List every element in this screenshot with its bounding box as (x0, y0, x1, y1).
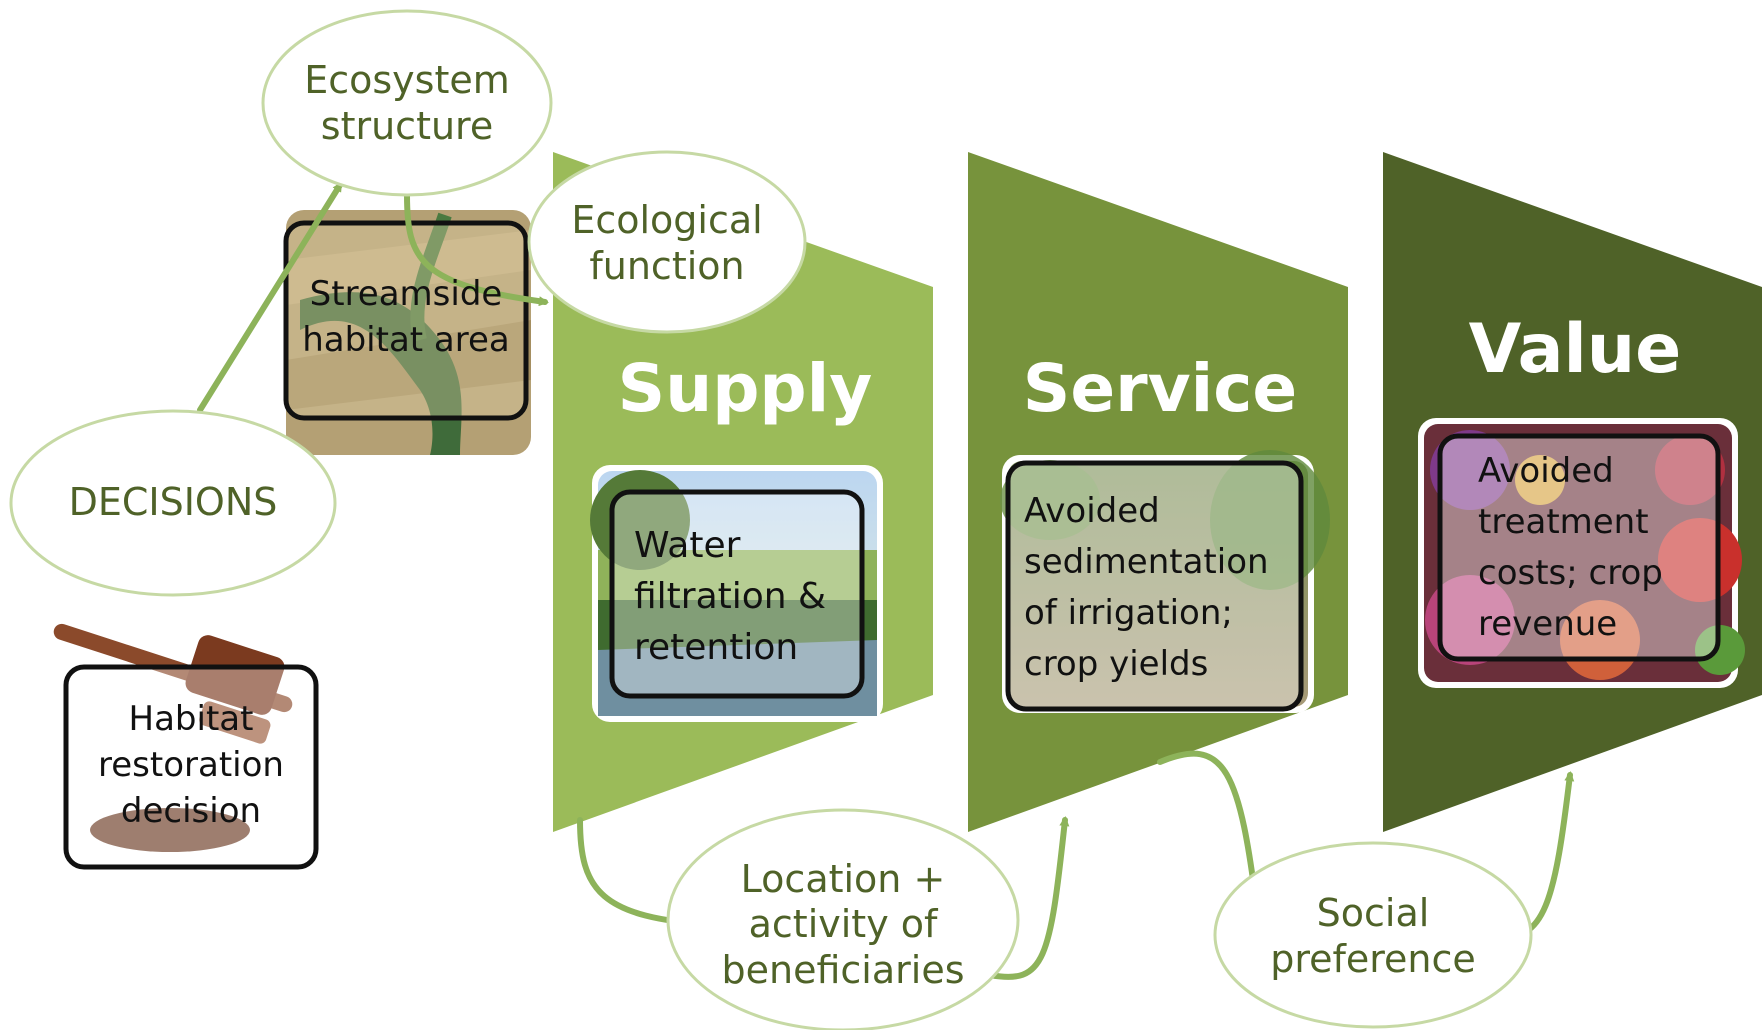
streamside-text: Streamside habitat area (296, 272, 516, 364)
ecological-function-label: Ecological function (547, 185, 787, 303)
supply-box-text: Water filtration & retention (634, 520, 864, 673)
value-box-line-1: Avoided (1478, 451, 1614, 491)
decisions-label: DECISIONS (68, 480, 278, 525)
supply-box-line-2: filtration & (634, 576, 827, 618)
service-box-text: Avoided sedimentation of irrigation; cro… (1024, 486, 1299, 690)
social-preference-line-2: preference (1270, 937, 1476, 981)
supply-box-line-3: retention (634, 627, 799, 669)
supply-box (609, 489, 865, 699)
service-box (1005, 460, 1304, 712)
habitat-decision-line-1: Habitat (128, 699, 254, 739)
beneficiaries-line-1: Location + (740, 856, 946, 901)
decisions-oval (9, 409, 337, 597)
beneficiaries-line-3: beneficiaries (721, 947, 965, 992)
value-box-line-3: costs; crop (1478, 553, 1663, 593)
habitat-decision-box (63, 664, 319, 870)
produce-image (1418, 418, 1745, 688)
ecosystem-structure-line-1: Ecosystem (304, 58, 510, 103)
ecological-function-oval (527, 150, 807, 334)
habitat-decision-line-3: decision (120, 790, 262, 831)
ecological-function-line-2: function (589, 244, 745, 288)
ecosystem-structure-line-2: structure (320, 104, 494, 148)
ecosystem-structure-oval (261, 9, 553, 197)
service-box-line-2: sedimentation (1024, 542, 1269, 582)
social-preference-oval (1213, 841, 1533, 1029)
muddy-stream-image (1000, 450, 1330, 713)
beneficiaries-oval (666, 808, 1020, 1030)
beneficiaries-line-2: activity of (748, 902, 938, 947)
value-box-text: Avoided treatment costs; crop revenue (1478, 446, 1718, 650)
streamside-line-2: habitat area (302, 319, 510, 360)
arrow-service-to-social (1157, 750, 1263, 922)
arrow-ecosystem-to-function (404, 192, 549, 307)
aerial-farmland-image (286, 210, 531, 455)
arrow-decisions-to-ecosystem (197, 181, 343, 413)
habitat-decision-line-2: restoration (98, 744, 284, 785)
ecosystem-structure-label: Ecosystem structure (287, 45, 527, 163)
supply-title: Supply (617, 350, 873, 427)
value-box-line-2: treatment (1478, 502, 1649, 542)
service-title: Service (1022, 350, 1298, 427)
value-title: Value (1468, 310, 1682, 389)
ecological-function-line-1: Ecological (571, 198, 763, 243)
service-box-line-3: of irrigation; (1024, 593, 1233, 633)
supply-box-line-1: Water (634, 525, 741, 566)
streamside-line-1: Streamside (309, 274, 503, 314)
value-box-line-4: revenue (1478, 604, 1618, 644)
value-box (1437, 433, 1721, 662)
habitat-decision-text: Habitat restoration decision (76, 697, 306, 835)
service-box-line-4: crop yields (1024, 644, 1209, 684)
arrow-beneficiaries-to-service (987, 816, 1070, 980)
service-box-line-1: Avoided (1024, 491, 1160, 531)
social-preference-line-1: Social (1316, 891, 1430, 936)
beneficiaries-label: Location + activity of beneficiaries (693, 840, 993, 1010)
social-preference-label: Social preference (1243, 878, 1503, 996)
